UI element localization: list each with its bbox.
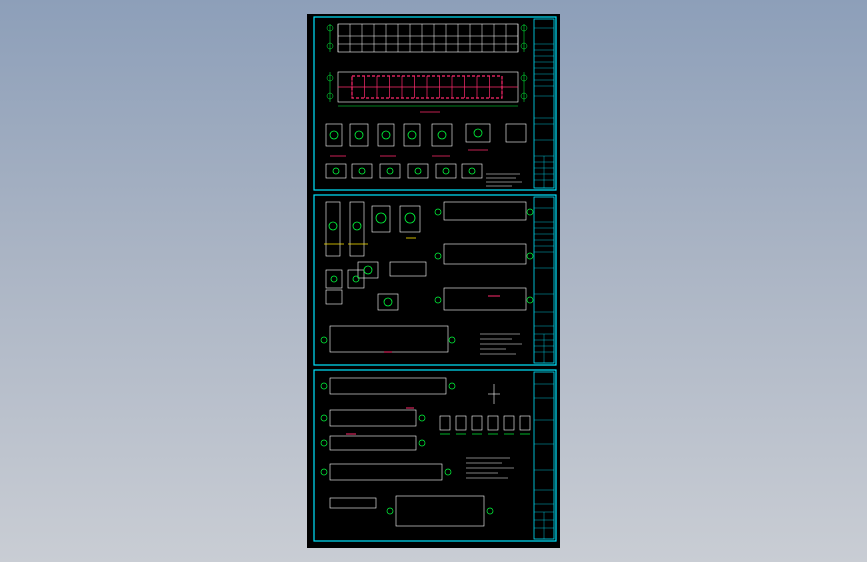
sheet-1-node-accents [329, 128, 483, 175]
sheet-1-node-details [325, 123, 527, 179]
sheet-2-notes [480, 333, 522, 355]
drawing-paper [307, 14, 560, 548]
sheet-3 [313, 369, 557, 542]
sheet-1-frame [313, 16, 557, 191]
sheet-1 [313, 16, 557, 191]
sheet-1-plan-grid [326, 72, 528, 107]
sheet-1-node-labels [330, 111, 488, 157]
sheet-1-plan-columns [351, 76, 503, 98]
sheet-3-frame [313, 369, 557, 542]
sheet-2-frame [313, 194, 557, 366]
sheet-3-section-details [439, 384, 531, 431]
sheet-3-beam-details [329, 377, 485, 527]
sheet-1-elevation-verticals [337, 24, 519, 52]
sheet-2-column-details [325, 201, 427, 311]
sheet-1-elevation-grid [326, 24, 528, 52]
sheet-2 [313, 194, 557, 366]
sheet-3-notes [466, 457, 514, 479]
sheet-2-beam-elevations [329, 201, 527, 353]
sheet-1-titleblock-rows [534, 27, 554, 188]
sheet-1-notes [486, 173, 522, 187]
